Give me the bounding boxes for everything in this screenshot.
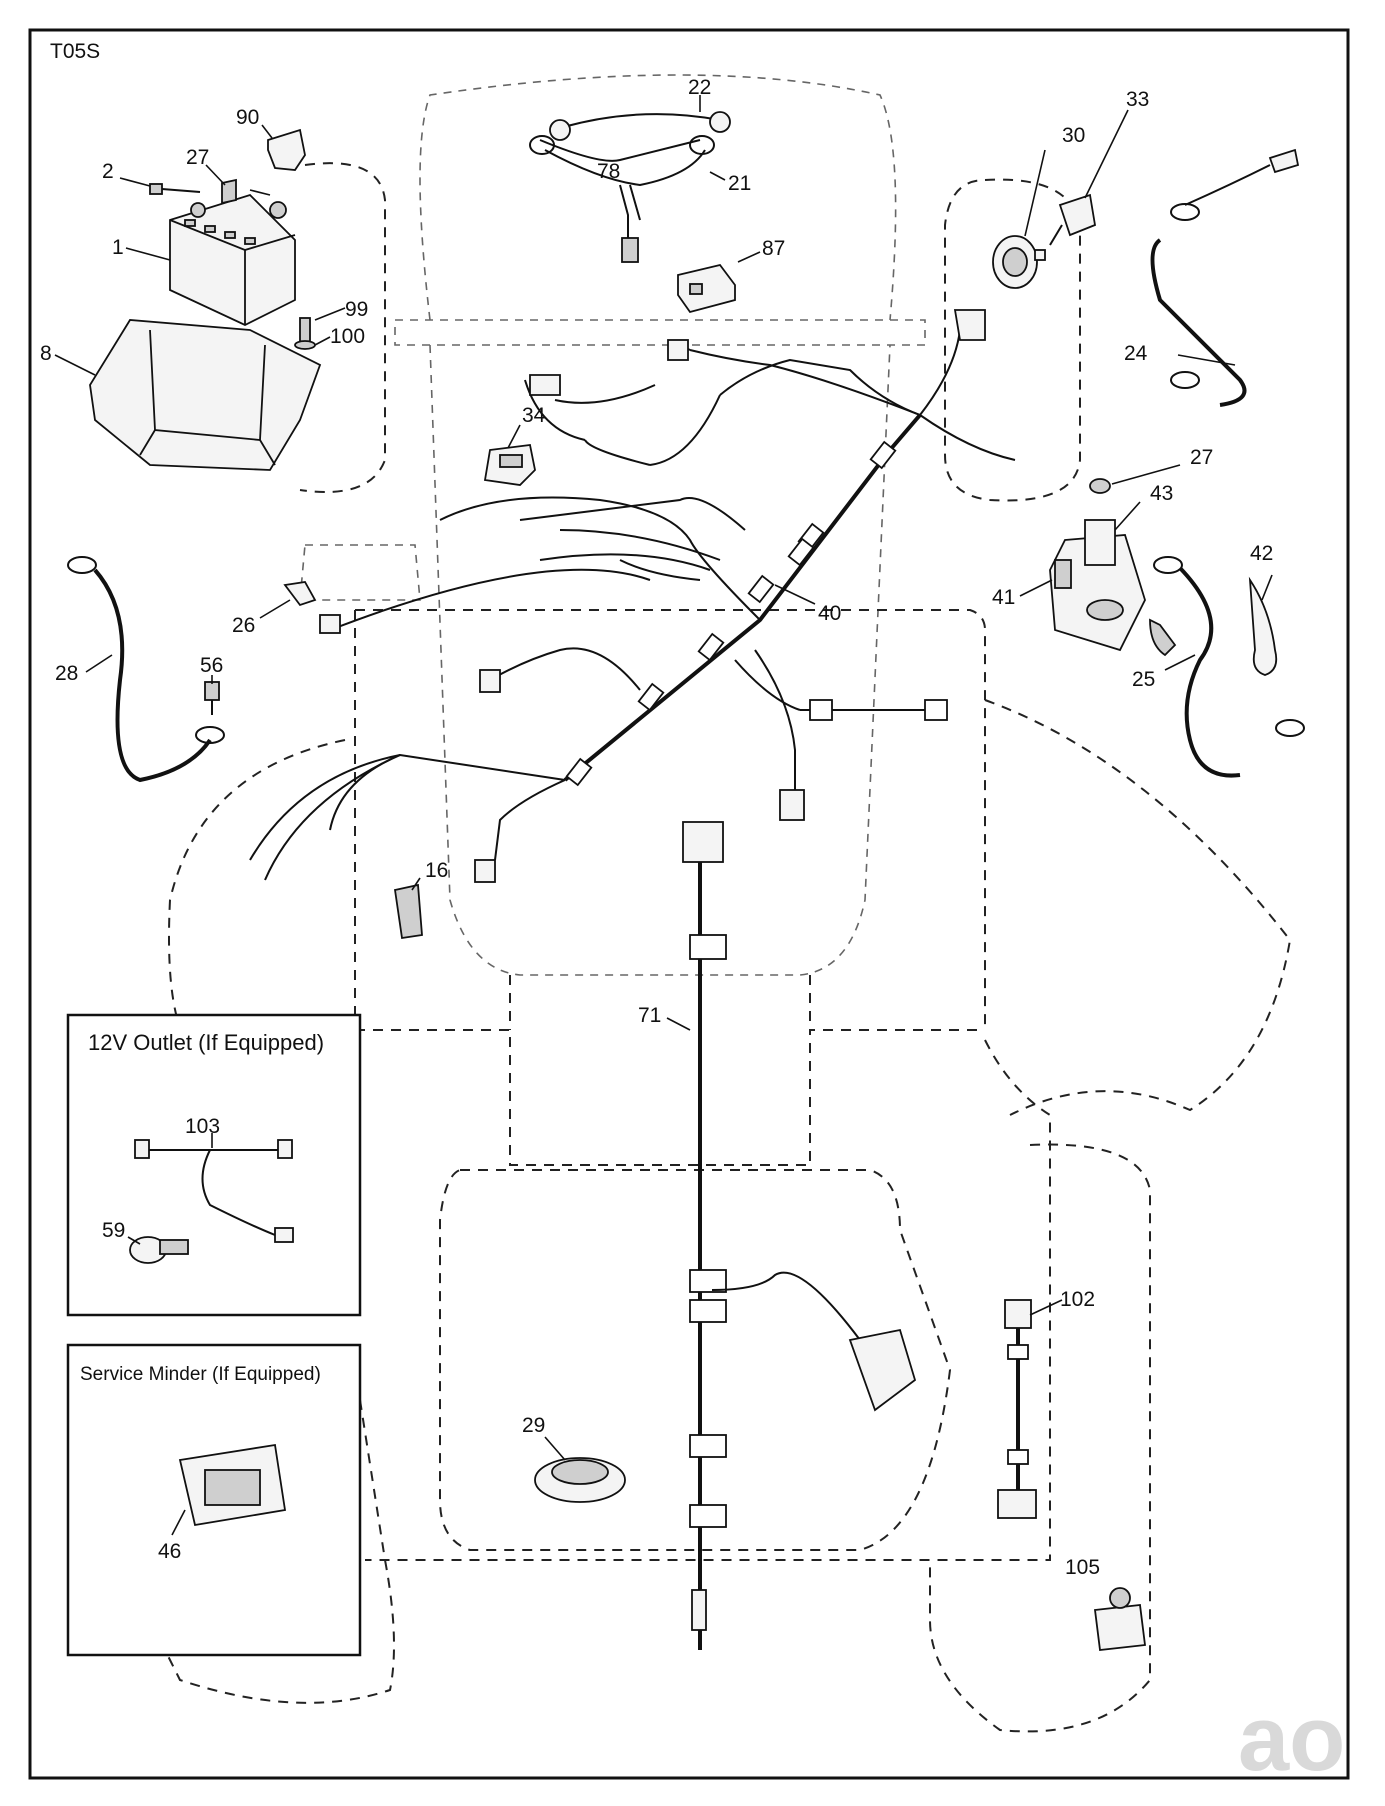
callout-21: 21	[728, 172, 751, 195]
callout-40: 40	[818, 602, 841, 625]
callout-43: 43	[1150, 482, 1173, 505]
part-16	[393, 883, 423, 940]
callout-42: 42	[1250, 542, 1273, 565]
switch-87	[677, 263, 736, 314]
callout-90: 90	[236, 106, 259, 129]
cable-25	[1153, 556, 1305, 778]
diagram-code: T05S	[50, 40, 100, 63]
part-29	[534, 1457, 626, 1503]
callout-103: 103	[185, 1115, 220, 1138]
callout-27b: 27	[1190, 446, 1213, 469]
callout-8: 8	[40, 342, 52, 365]
callout-59: 59	[102, 1219, 125, 1242]
callout-25: 25	[1132, 668, 1155, 691]
callout-56: 56	[200, 654, 223, 677]
part-105	[1093, 1587, 1147, 1651]
callout-24: 24	[1124, 342, 1148, 365]
ignition-switch	[992, 193, 1097, 289]
callout-16: 16	[425, 859, 448, 882]
watermark-logo: ao	[1238, 1688, 1345, 1790]
callout-46: 46	[158, 1540, 181, 1563]
callout-26: 26	[232, 614, 255, 637]
headlight-harness	[529, 111, 731, 263]
callout-34: 34	[522, 404, 546, 427]
part-26	[283, 581, 317, 607]
callout-41: 41	[992, 586, 1015, 609]
callout-102: 102	[1060, 1288, 1095, 1311]
inset-12v-outlet: 12V Outlet (If Equipped)	[66, 1013, 362, 1317]
main-harness-40	[249, 309, 1016, 883]
inset-service-title: Service Minder (If Equipped)	[80, 1364, 321, 1385]
switch-34	[483, 444, 536, 486]
diagram-frame	[28, 28, 1350, 1780]
callout-1: 1	[112, 236, 124, 259]
callout-27a: 27	[186, 146, 209, 169]
harness-102	[997, 1299, 1037, 1519]
callout-30: 30	[1062, 124, 1085, 147]
inset-service-minder: Service Minder (If Equipped)	[66, 1343, 362, 1657]
harness-71	[682, 821, 917, 1650]
solenoid-bracket	[1049, 478, 1177, 657]
callout-78: 78	[597, 160, 620, 183]
callout-105: 105	[1065, 1556, 1100, 1579]
battery-group	[89, 128, 322, 471]
callouts: 90 2 27 1 99 100 8 22 78 21 87 30 33 24 …	[40, 76, 1273, 1579]
cable-24	[1150, 148, 1300, 407]
callout-33: 33	[1126, 88, 1149, 111]
callout-99: 99	[345, 298, 368, 321]
callout-71: 71	[638, 1004, 661, 1027]
callout-28: 28	[55, 662, 78, 685]
cable-28	[67, 556, 225, 783]
inset-12v-title: 12V Outlet (If Equipped)	[88, 1030, 324, 1055]
callout-100: 100	[330, 325, 365, 348]
tractor-outline	[159, 74, 1292, 1733]
callout-22: 22	[688, 76, 711, 99]
callout-2: 2	[102, 160, 114, 183]
callout-29: 29	[522, 1414, 545, 1437]
callout-87: 87	[762, 237, 785, 260]
